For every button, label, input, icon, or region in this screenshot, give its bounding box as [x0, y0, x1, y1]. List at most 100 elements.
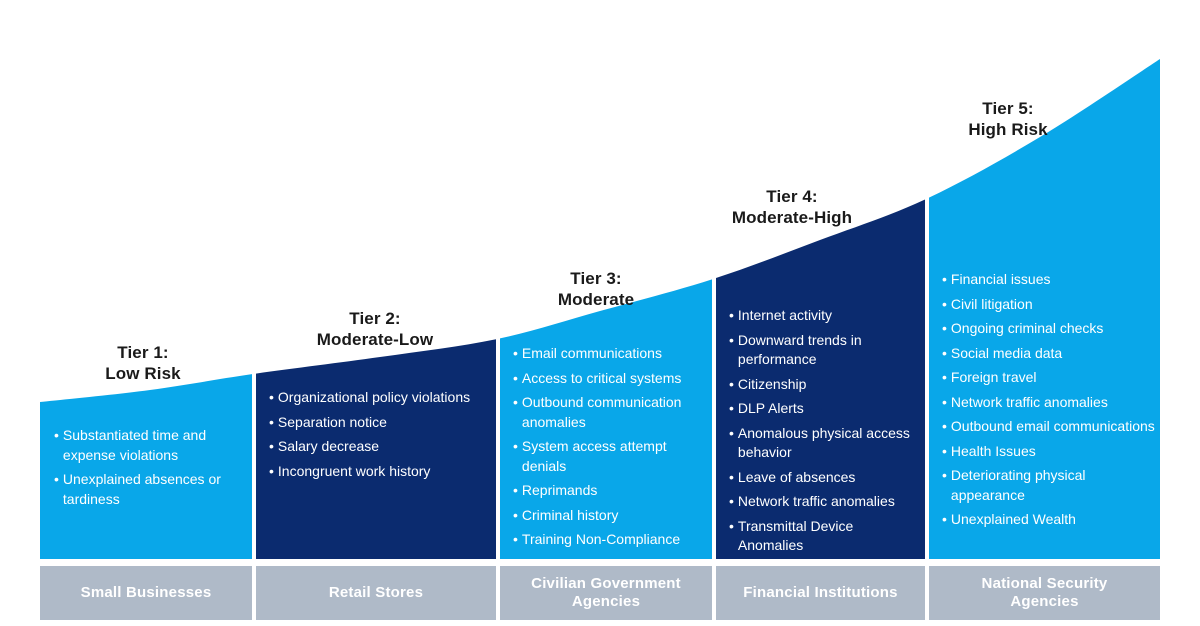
- bullet-text: Citizenship: [737, 375, 807, 392]
- tier-1-title-line1: Tier 1:: [117, 343, 169, 362]
- bullet-text: Outbound email communications: [950, 418, 1155, 434]
- bullet-text: Downward trends in performance: [737, 331, 862, 368]
- bullet-text: DLP Alerts: [737, 400, 804, 416]
- tier-2-title-line1: Tier 2:: [349, 309, 401, 328]
- bullet-dot-icon: •: [729, 468, 734, 485]
- bullet-item: •Unexplained Wealth: [942, 510, 1156, 530]
- bullet-item: •Deteriorating physical appearance: [942, 466, 1156, 505]
- tier-5-title-line2: High Risk: [968, 120, 1048, 139]
- bullet-dot-icon: •: [942, 295, 947, 312]
- bullet-text: Unexplained Wealth: [950, 511, 1076, 527]
- tier-3-title: Tier 3: Moderate: [490, 268, 702, 310]
- bullet-text: Leave of absences: [737, 468, 856, 485]
- bullet-dot-icon: •: [269, 462, 274, 479]
- bullet-text: Reprimands: [521, 482, 598, 498]
- bullet-item: •Network traffic anomalies: [729, 492, 921, 512]
- footer-label: Civilian Government Agencies: [531, 575, 681, 610]
- footer-cell-financial-institutions: Financial Institutions: [716, 566, 925, 620]
- bullet-dot-icon: •: [729, 517, 734, 534]
- bullet-item: •Civil litigation: [942, 295, 1156, 315]
- bullet-text: System access attempt denials: [521, 438, 667, 474]
- bullet-text: Ongoing criminal checks: [950, 320, 1104, 336]
- footer-label: Small Businesses: [80, 584, 212, 601]
- bullet-dot-icon: •: [54, 471, 59, 487]
- bullet-dot-icon: •: [269, 389, 274, 405]
- tier-2-indicator-list: •Organizational policy violations•Separa…: [269, 388, 487, 481]
- bullet-text: Deteriorating physical appearance: [950, 467, 1086, 503]
- tier-3-title-line2: Moderate: [557, 290, 635, 309]
- tier-4-title-line1: Tier 4:: [766, 187, 818, 206]
- bullet-dot-icon: •: [942, 418, 947, 434]
- tier-5-column: [929, 59, 1160, 559]
- bullet-dot-icon: •: [269, 413, 274, 430]
- bullet-item: •Transmittal Device Anomalies: [729, 517, 921, 556]
- bullet-dot-icon: •: [942, 320, 947, 336]
- tier-2-title-line2: Moderate-Low: [316, 330, 434, 349]
- bullet-item: •Downward trends in performance: [729, 331, 921, 370]
- bullet-text: Organizational policy violations: [277, 389, 471, 405]
- bullet-text: Salary decrease: [277, 438, 380, 454]
- bullet-item: •Foreign travel: [942, 368, 1156, 388]
- bullet-text: Unexplained absences or tardiness: [62, 471, 221, 507]
- bullet-dot-icon: •: [729, 493, 734, 509]
- bullet-dot-icon: •: [942, 393, 947, 410]
- bullet-item: •Outbound communication anomalies: [513, 393, 709, 432]
- bullet-item: •DLP Alerts: [729, 399, 921, 419]
- bullet-item: •Internet activity: [729, 306, 921, 326]
- tier-1-title: Tier 1: Low Risk: [40, 342, 246, 384]
- bullet-item: •Incongruent work history: [269, 462, 487, 482]
- bullet-dot-icon: •: [513, 506, 518, 523]
- bullet-text: Health Issues: [950, 442, 1036, 459]
- bullet-dot-icon: •: [54, 427, 59, 443]
- bullet-dot-icon: •: [729, 424, 734, 441]
- bullet-item: •Outbound email communications: [942, 417, 1156, 437]
- bullet-text: Civil litigation: [950, 295, 1033, 312]
- bullet-dot-icon: •: [269, 438, 274, 454]
- bullet-text: Transmittal Device Anomalies: [737, 517, 854, 554]
- bullet-dot-icon: •: [942, 442, 947, 459]
- tier-3-indicator-list: •Email communications•Access to critical…: [513, 344, 709, 550]
- bullet-item: •Social media data: [942, 344, 1156, 364]
- bullet-item: •Training Non-Compliance: [513, 530, 709, 550]
- bullet-text: Anomalous physical access behavior: [737, 424, 910, 461]
- bullet-item: •Unexplained absences or tardiness: [54, 470, 246, 509]
- bullet-text: Incongruent work history: [277, 462, 431, 479]
- tier-1-indicator-list: •Substantiated time and expense violatio…: [54, 426, 246, 509]
- tier-1-column: [40, 374, 252, 559]
- bullet-dot-icon: •: [942, 467, 947, 483]
- bullet-dot-icon: •: [942, 344, 947, 361]
- bullet-text: Email communications: [521, 345, 662, 361]
- bullet-dot-icon: •: [729, 400, 734, 416]
- footer-label: Financial Institutions: [743, 584, 898, 601]
- bullet-dot-icon: •: [942, 271, 947, 287]
- bullet-dot-icon: •: [729, 307, 734, 323]
- bullet-text: Network traffic anomalies: [737, 493, 895, 509]
- bullet-dot-icon: •: [942, 511, 947, 527]
- tier-4-title-line2: Moderate-High: [731, 208, 853, 227]
- bullet-item: •Reprimands: [513, 481, 709, 501]
- tier-4-indicator-list: •Internet activity•Downward trends in pe…: [729, 306, 921, 556]
- tier-5-title: Tier 5: High Risk: [908, 98, 1108, 140]
- bullet-text: Training Non-Compliance: [521, 531, 681, 547]
- bullet-item: •Ongoing criminal checks: [942, 319, 1156, 339]
- bullet-item: •Email communications: [513, 344, 709, 364]
- bullet-item: •Leave of absences: [729, 468, 921, 488]
- bullet-text: Social media data: [950, 344, 1063, 361]
- bullet-text: Financial issues: [950, 271, 1051, 287]
- tier-4-column: [716, 199, 925, 559]
- bullet-item: •Access to critical systems: [513, 369, 709, 389]
- bullet-dot-icon: •: [729, 375, 734, 392]
- bullet-item: •Salary decrease: [269, 437, 487, 457]
- tier-3-column: [500, 279, 712, 559]
- bullet-text: Substantiated time and expense violation…: [62, 427, 207, 463]
- bullet-item: •Citizenship: [729, 375, 921, 395]
- bullet-text: Separation notice: [277, 413, 387, 430]
- bullet-item: •Separation notice: [269, 413, 487, 433]
- bullet-text: Network traffic anomalies: [950, 393, 1108, 410]
- footer-cell-civilian-government-agencies: Civilian Government Agencies: [500, 566, 712, 620]
- footer-cell-small-businesses: Small Businesses: [40, 566, 252, 620]
- bullet-text: Internet activity: [737, 307, 833, 323]
- bullet-dot-icon: •: [513, 438, 518, 454]
- tier-5-title-line1: Tier 5:: [982, 99, 1034, 118]
